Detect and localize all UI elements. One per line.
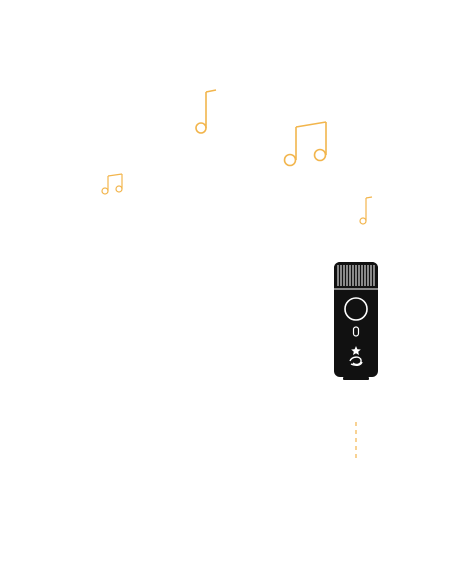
- led-indicator-icon: [352, 326, 360, 337]
- double-music-note-icon: [283, 121, 327, 167]
- device-grille: [334, 262, 378, 290]
- double-music-note-small-icon: [101, 173, 123, 195]
- device-base: [343, 377, 369, 380]
- power-button-icon: [344, 297, 368, 321]
- speaker-device-icon: [334, 262, 378, 380]
- music-note-small-icon: [359, 196, 373, 225]
- music-notes: [101, 89, 373, 225]
- music-note-icon: [195, 89, 217, 134]
- star-emblem-icon: [351, 346, 361, 355]
- swirl-emblem-icon: [349, 356, 363, 367]
